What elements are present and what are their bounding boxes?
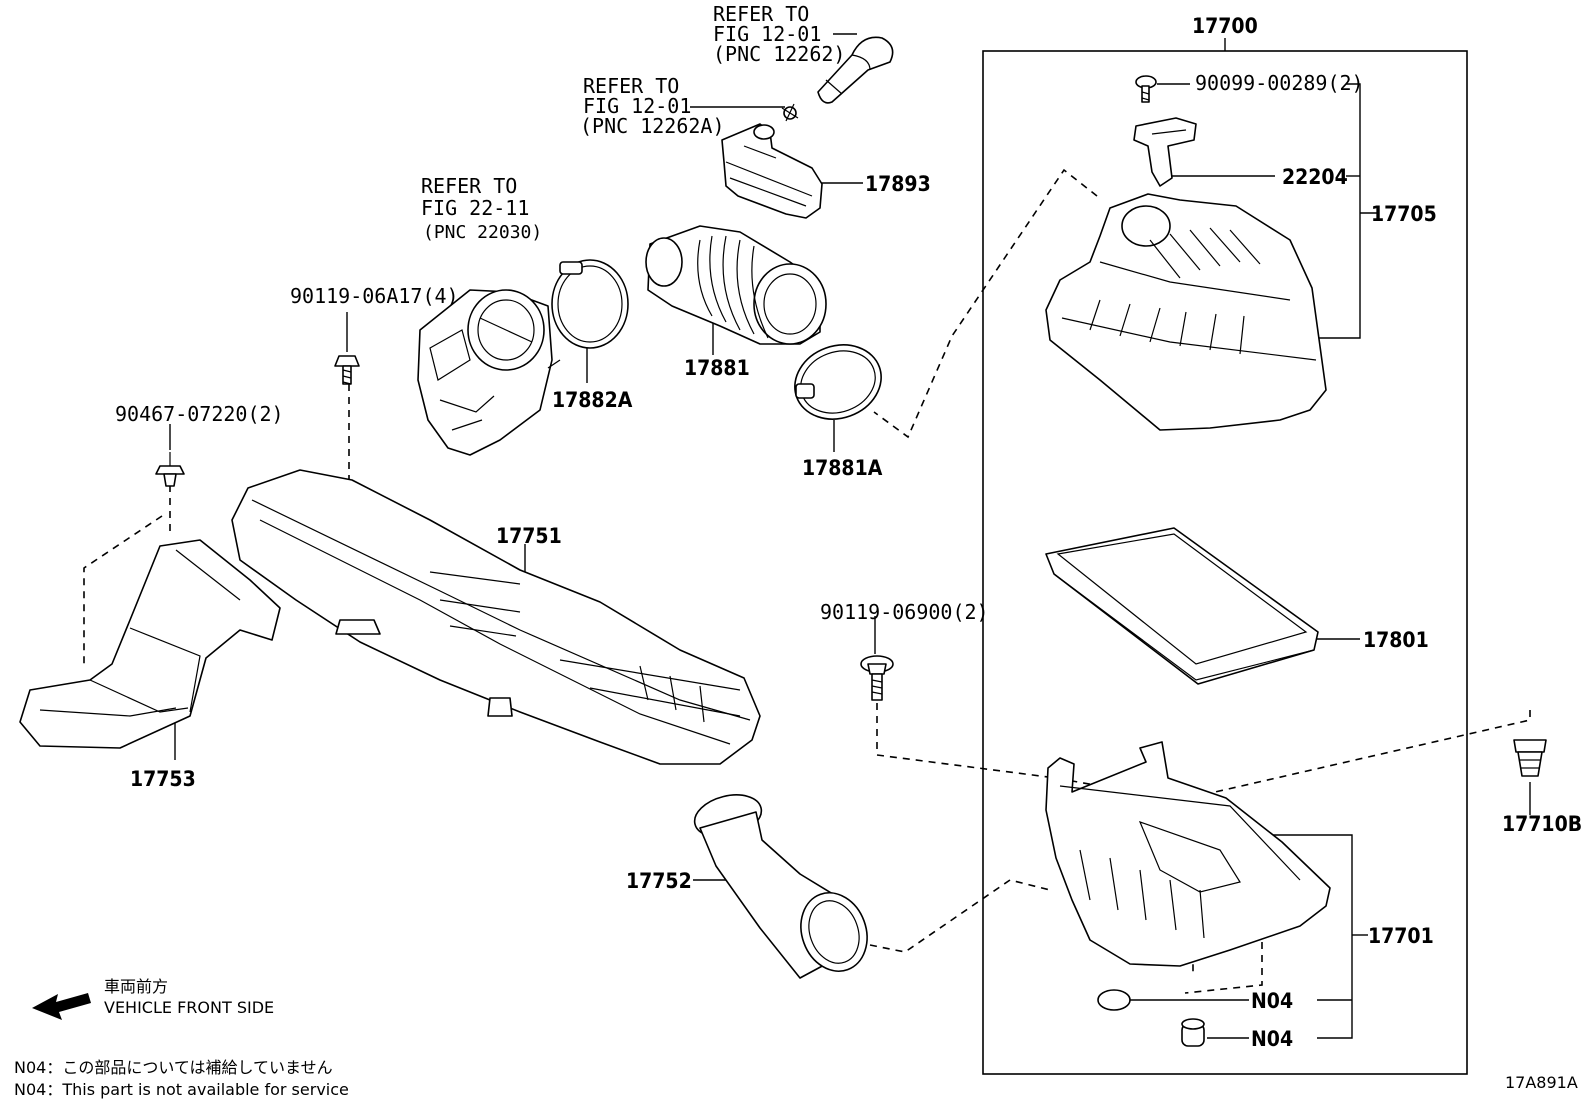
svg-text:REFER TO: REFER TO xyxy=(583,74,679,98)
clip-12262a xyxy=(781,103,799,122)
direction-label-en: VEHICLE FRONT SIDE xyxy=(104,998,274,1017)
front-arrow-icon xyxy=(32,993,91,1020)
label-90119-06a17: 90119-06A17(4) xyxy=(290,284,459,308)
air-cleaner-case xyxy=(1045,741,1331,967)
label-17753: 17753 xyxy=(130,767,196,791)
air-duct-17751 xyxy=(231,469,761,765)
label-17881: 17881 xyxy=(684,356,750,380)
ref-fig-22-11: REFER TO FIG 22-11 (PNC 22030) xyxy=(421,174,542,243)
svg-text:(PNC 22030): (PNC 22030) xyxy=(423,222,542,243)
svg-text:(PNC 12262A): (PNC 12262A) xyxy=(580,114,725,138)
label-17882a: 17882A xyxy=(552,388,633,412)
label-n04-b: N04 xyxy=(1251,1027,1293,1051)
svg-text:REFER TO: REFER TO xyxy=(713,2,809,26)
note-en: N04：This part is not available for servi… xyxy=(14,1080,349,1099)
n04-plug xyxy=(1181,1018,1205,1047)
label-22204: 22204 xyxy=(1282,165,1348,189)
label-90119-06900: 90119-06900(2) xyxy=(820,600,989,624)
svg-text:FIG 12-01: FIG 12-01 xyxy=(713,22,821,46)
ref-fig-12-01-a: REFER TO FIG 12-01 (PNC 12262) xyxy=(713,2,845,66)
hose-12262 xyxy=(817,36,894,104)
label-90099: 90099-00289(2) xyxy=(1195,71,1364,95)
svg-text:REFER TO: REFER TO xyxy=(421,174,517,198)
sensor-22204 xyxy=(1133,117,1197,187)
note-jp: N04：この部品については補給していません xyxy=(14,1058,333,1077)
figure-code: 17A891A xyxy=(1505,1073,1578,1092)
label-17893: 17893 xyxy=(865,172,931,196)
air-cleaner-cap xyxy=(1045,193,1327,431)
svg-text:FIG 12-01: FIG 12-01 xyxy=(583,94,691,118)
svg-text:(PNC 12262): (PNC 12262) xyxy=(713,42,845,66)
label-17801: 17801 xyxy=(1363,628,1429,652)
label-90467: 90467-07220(2) xyxy=(115,402,284,426)
direction-label-jp: 車両前方 xyxy=(104,977,168,996)
label-17701: 17701 xyxy=(1368,924,1434,948)
label-17881a: 17881A xyxy=(802,456,883,480)
throttle-body xyxy=(417,289,561,456)
label-n04-a: N04 xyxy=(1251,989,1293,1013)
label-17752: 17752 xyxy=(626,869,692,893)
label-17751: 17751 xyxy=(496,524,562,548)
air-inlet-17753 xyxy=(19,539,281,749)
resonator-17893 xyxy=(721,123,823,219)
label-17710b: 17710B xyxy=(1502,812,1582,836)
bolt-90119-06900 xyxy=(860,655,894,701)
elbow-17752 xyxy=(693,794,868,979)
grommet-17710b xyxy=(1513,739,1547,777)
intake-hose-17881 xyxy=(645,225,827,345)
clamp-17881a xyxy=(794,344,882,420)
bolt-90119-06a17 xyxy=(334,355,360,385)
label-17700: 17700 xyxy=(1192,14,1258,38)
filter-element xyxy=(1045,527,1319,685)
clip-90467 xyxy=(155,452,185,487)
ref-fig-12-01-b: REFER TO FIG 12-01 (PNC 12262A) xyxy=(580,74,725,138)
clamp-17882a xyxy=(551,259,629,349)
label-17705: 17705 xyxy=(1371,202,1437,226)
svg-text:FIG 22-11: FIG 22-11 xyxy=(421,196,529,220)
screw-90099 xyxy=(1135,75,1157,103)
n04-cap xyxy=(1097,989,1131,1011)
